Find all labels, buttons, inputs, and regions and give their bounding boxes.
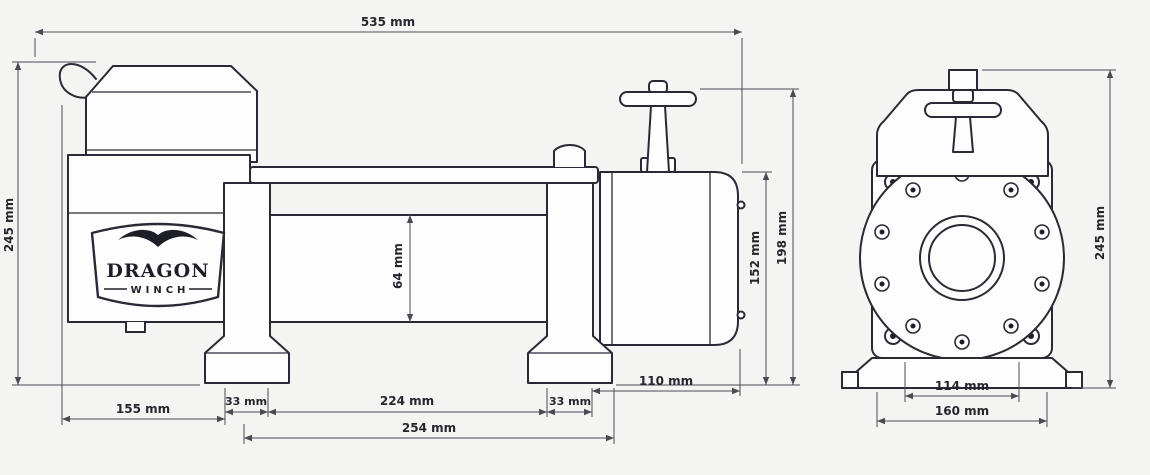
cable-clamp [553,144,586,168]
dim-label-left-flange: 33 mm [225,395,267,408]
bolt-center [910,187,916,193]
dim-total-height: 245 mm [2,61,200,386]
badge-border [90,222,226,308]
brand-name: DRAGON [106,260,209,282]
motor-tab [125,321,146,333]
right-bracket [527,182,613,384]
foot-tab-right [1065,371,1083,389]
dim-label-drum-length: 224 mm [380,394,434,408]
control-box [85,65,258,163]
tie-rod [249,166,599,184]
bolt-center [910,323,916,329]
dim-label-mount-width: 114 mm [935,379,989,393]
front-clutch-stem [952,116,974,153]
gearbox-nub-top [736,200,746,210]
dim-gearbox-length: 110 mm [591,349,741,417]
dim-label-front-height: 245 mm [1093,206,1107,260]
dim-label-right-flange: 33 mm [549,395,591,408]
clutch-handle [619,91,697,107]
bolt-center [1039,229,1045,235]
logo-badge: DRAGON WINCH [90,222,226,308]
front-clutch-cap [952,89,974,103]
dim-label-total-length: 535 mm [361,15,415,29]
dim-base-width: 160 mm [876,392,1048,427]
dim-drum-diameter: 64 mm [391,215,414,322]
dim-clutch-height: 198 mm [616,88,800,386]
gearbox-nub-bottom [736,310,746,320]
left-bracket [204,182,290,384]
dim-label-mounting-length: 254 mm [402,421,456,435]
dim-label-motor-length: 155 mm [116,402,170,416]
dim-label-base-width: 160 mm [935,404,989,418]
top-tab [948,69,978,93]
side-view: DRAGON WINCH 535 mm 245 mm 64 mm [2,15,800,444]
dragon-icon [118,229,198,247]
dim-gearbox-height: 152 mm [742,171,772,385]
dim-label-total-height: 245 mm [2,198,16,252]
front-clutch-handle [924,102,1002,118]
flange-bolts [874,166,1050,350]
dim-drum-row: 33 mm 224 mm 33 mm [224,388,592,425]
dim-label-gearbox-height: 152 mm [748,231,762,285]
clutch-stem [646,105,670,173]
dim-mount-width: 114 mm [904,362,1020,402]
front-view: 245 mm 114 mm 160 mm [841,69,1116,427]
bolt-center [879,281,885,287]
hub-inner-ring [928,224,996,292]
dim-motor-length: 155 mm [61,105,225,425]
brand-subname: WINCH [131,285,190,296]
dim-label-gearbox-length: 110 mm [639,374,693,388]
dim-label-clutch-height: 198 mm [775,211,789,265]
dim-total-length: 535 mm [34,15,743,164]
bolt-center [879,229,885,235]
foot-tab-left [841,371,859,389]
cable-loop [58,63,97,99]
bolt-center [959,339,965,345]
bolt-center [1008,187,1014,193]
dim-front-height: 245 mm [982,69,1116,389]
dim-label-drum-diameter: 64 mm [391,243,405,289]
dim-mounting-length: 254 mm [243,388,615,444]
gearbox [599,171,739,346]
bolt-center [1008,323,1014,329]
bolt-center [1039,281,1045,287]
